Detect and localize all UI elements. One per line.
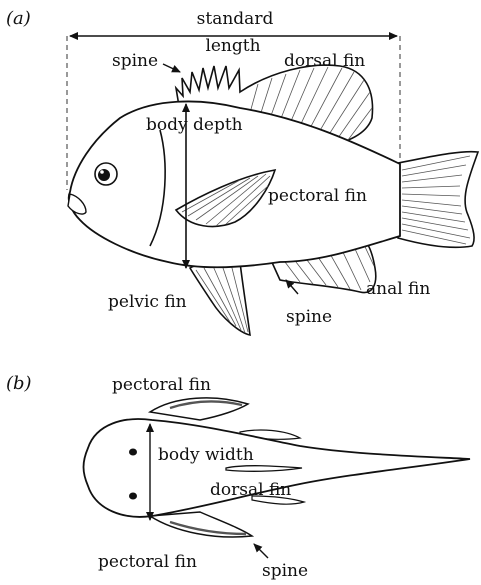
eye-right	[129, 493, 137, 500]
pelvic-fin-label: pelvic fin	[108, 292, 187, 312]
pectoral-fin-bottom-shape	[150, 512, 252, 537]
pectoral-fin-label: pectoral fin	[268, 186, 367, 206]
fish-pupil	[98, 169, 110, 181]
panel-b: (b) pectoral fin body width dorsal fin p…	[6, 373, 470, 580]
pectoral-fin-top-label: pectoral fin	[112, 375, 211, 395]
spine-bottom-label: spine	[286, 307, 332, 327]
pectoral-fin-top-shape	[150, 398, 248, 420]
standard-length-label-line2: length	[205, 36, 260, 56]
spine-pointer-b	[254, 544, 268, 558]
eye-left	[129, 449, 137, 456]
anal-fin-label: anal fin	[366, 279, 430, 299]
spine-top-label: spine	[112, 51, 158, 71]
caudal-fin	[398, 152, 478, 248]
panel-b-label: (b)	[6, 373, 32, 394]
panel-a: (a)	[6, 8, 478, 335]
dorsal-fin-label: dorsal fin	[284, 51, 365, 71]
panel-a-label: (a)	[6, 8, 31, 29]
standard-length-label-line1: standard	[197, 9, 274, 29]
dorsal-fin-b-label: dorsal fin	[210, 480, 291, 500]
spine-b-label: spine	[262, 561, 308, 580]
body-width-label: body width	[158, 445, 254, 465]
pectoral-fin-bottom-label: pectoral fin	[98, 552, 197, 572]
body-depth-label: body depth	[146, 115, 243, 135]
spine-top-pointer	[163, 64, 180, 72]
pelvic-fin-shape	[190, 262, 250, 335]
